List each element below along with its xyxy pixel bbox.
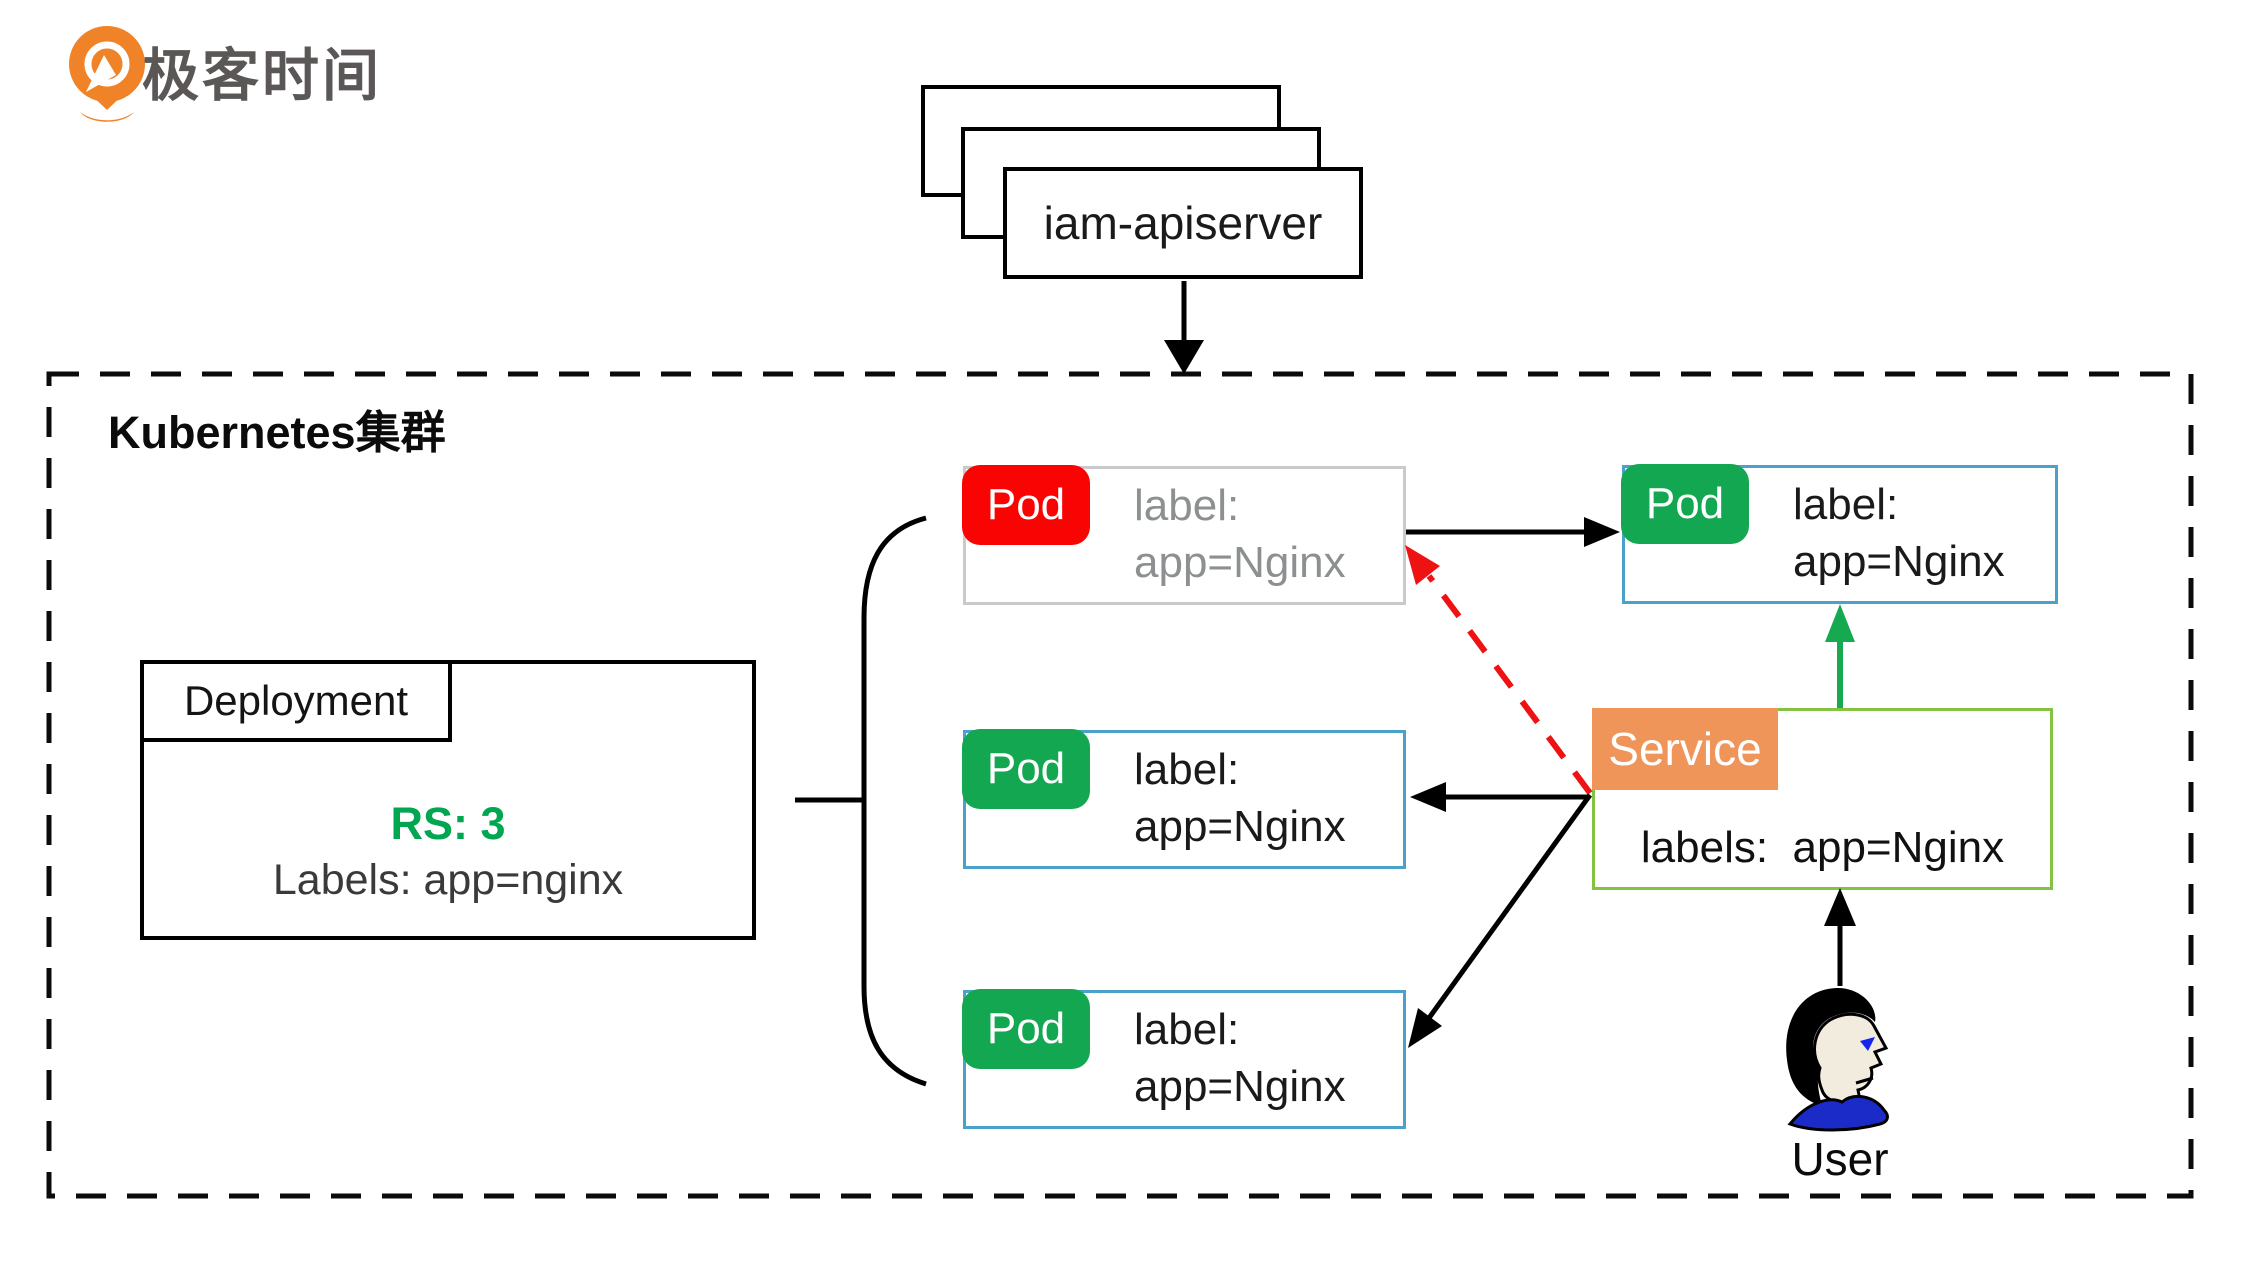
arrow-service-to-pod3 — [1408, 793, 1593, 1048]
deployment-title: Deployment — [183, 677, 409, 724]
cluster-title: Kubernetes集群 — [108, 407, 446, 458]
deployment-rs-count: RS: 3 — [390, 798, 506, 849]
logo-pin-point — [88, 92, 126, 110]
deployment-labels: Labels: app=nginx — [272, 856, 624, 904]
pod-label-line2: app=Nginx — [1134, 802, 1346, 851]
pod-badge: Pod — [962, 465, 1090, 545]
brace-connector — [861, 515, 927, 1087]
service-badge: Service — [1592, 708, 1778, 790]
apiserver-label: iam-apiserver — [1043, 197, 1323, 249]
pod-terminated: Pod label: app=Nginx — [962, 465, 1406, 605]
pod-new: Pod label: app=Nginx — [1621, 464, 2058, 604]
pod-badge: Pod — [1621, 464, 1749, 544]
pod-badge: Pod — [962, 989, 1090, 1069]
user-icon — [1786, 987, 1889, 1132]
pod-label-line1: label: — [1134, 481, 1240, 530]
arrow-service-to-pod2 — [1410, 782, 1590, 812]
pod-label-line1: label: — [1134, 1005, 1240, 1054]
logo-ring — [84, 41, 130, 87]
service-box: Service labels: app=Nginx — [1592, 708, 2053, 890]
pod-running-2: Pod label: app=Nginx — [962, 989, 1406, 1129]
arrow-service-to-new-pod — [1825, 604, 1855, 708]
arrow-apiserver-to-cluster — [1164, 281, 1204, 374]
service-labels: labels: app=Nginx — [1640, 823, 2005, 872]
pod-label-line2: app=Nginx — [1793, 537, 2005, 586]
pod-label-line2: app=Nginx — [1134, 538, 1346, 587]
user-label: User — [1791, 1133, 1889, 1185]
arrow-service-to-terminated-pod-broken — [1405, 545, 1593, 795]
arrow-user-to-service — [1824, 888, 1856, 986]
pod-label-line1: label: — [1793, 480, 1899, 529]
logo-needle — [86, 55, 116, 92]
geektime-logo-icon — [69, 26, 145, 122]
pod-running-1: Pod label: app=Nginx — [962, 729, 1406, 869]
brand-logo-text: 极客时间 — [142, 44, 382, 108]
pod-badge: Pod — [962, 729, 1090, 809]
logo-smile — [80, 112, 134, 122]
arrow-terminated-pod-to-new-pod — [1406, 517, 1620, 547]
user-face — [1813, 1012, 1889, 1105]
pod-label-line1: label: — [1134, 745, 1240, 794]
deployment-tab: Deployment — [140, 660, 452, 742]
apiserver-box: iam-apiserver — [1003, 167, 1363, 279]
user-collar — [1787, 1094, 1889, 1132]
pod-label-line2: app=Nginx — [1134, 1062, 1346, 1111]
